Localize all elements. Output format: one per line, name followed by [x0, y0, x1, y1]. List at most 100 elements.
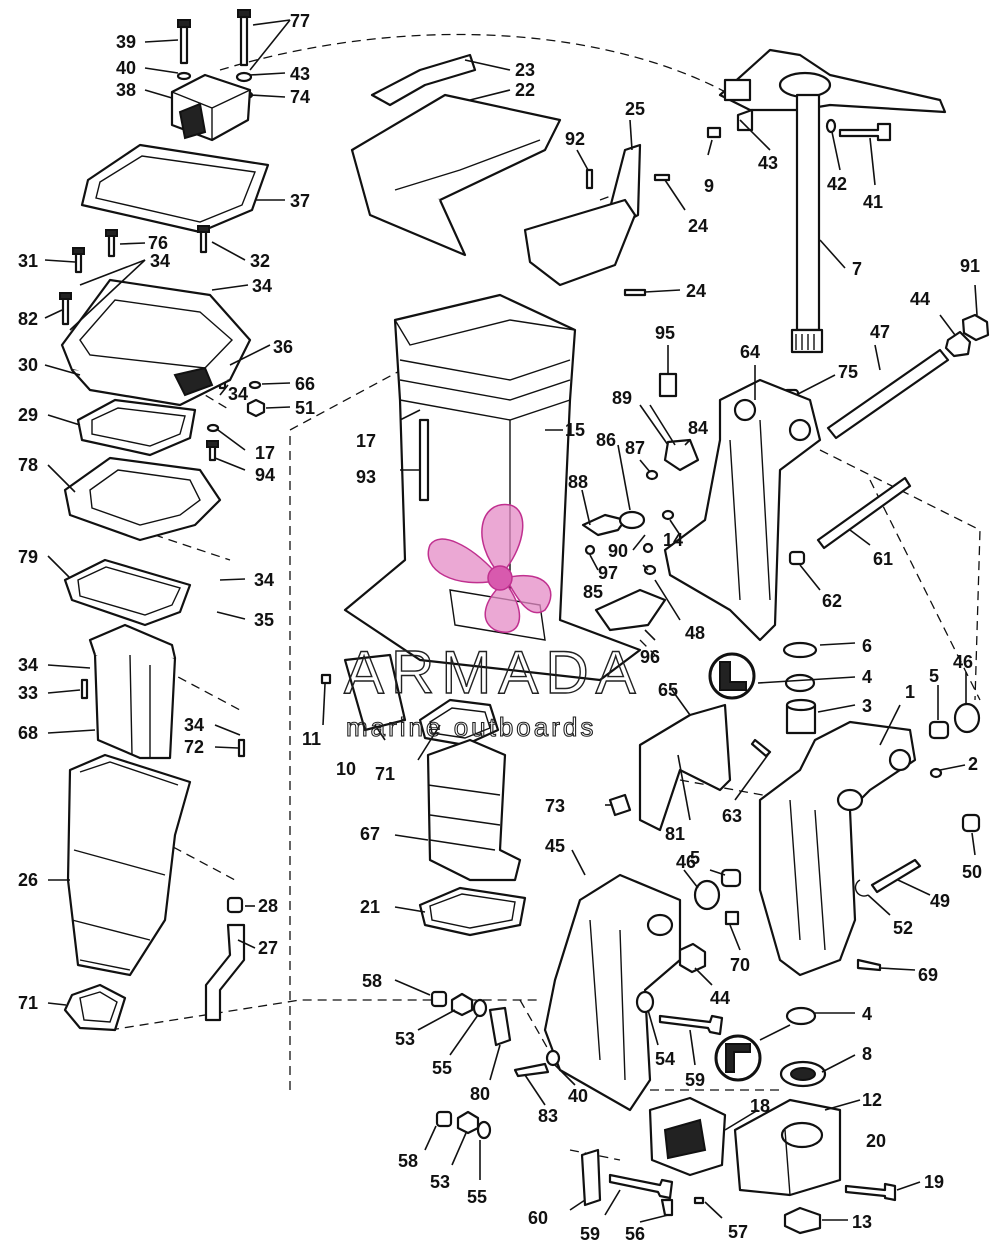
callout-4: 4	[862, 667, 872, 687]
callout-63: 63	[722, 806, 742, 826]
callout-55: 55	[432, 1058, 452, 1078]
water-hose-27-icon	[204, 923, 246, 1022]
callout-2: 2	[968, 754, 978, 774]
screw-24b-icon	[623, 288, 647, 297]
propeller-logo-icon	[427, 503, 552, 633]
bushing-5a-icon	[928, 720, 950, 740]
washer-42-icon	[825, 118, 837, 134]
callout-93: 93	[356, 467, 376, 487]
handle-23-icon	[370, 53, 477, 107]
callout-17: 17	[255, 443, 275, 463]
callout-31: 31	[18, 251, 38, 271]
left-hand-symbol-icon	[708, 652, 756, 700]
screw-9-icon	[706, 126, 722, 139]
side-cover-icon	[523, 198, 637, 287]
callout-10: 10	[336, 759, 356, 779]
callout-24: 24	[686, 281, 706, 301]
callout-78: 78	[18, 455, 38, 475]
exhaust-extension-26-icon	[66, 753, 192, 977]
callout-61: 61	[873, 549, 893, 569]
callout-8: 8	[862, 1044, 872, 1064]
washer-46b-icon	[693, 879, 721, 911]
callout-70: 70	[730, 955, 750, 975]
leader-lines	[44, 19, 978, 1223]
steering-arm-icon	[718, 48, 947, 114]
small-parts-cluster-icon	[581, 438, 700, 632]
callout-72: 72	[184, 737, 204, 757]
callout-66: 66	[295, 374, 315, 394]
callout-49: 49	[930, 891, 950, 911]
gasket-79-icon	[63, 558, 192, 627]
callout-46: 46	[953, 652, 973, 672]
support-bracket-65-icon	[638, 703, 732, 832]
bearing-4-icon	[784, 673, 816, 693]
callout-47: 47	[870, 322, 890, 342]
callout-14: 14	[663, 530, 683, 550]
part-70-icon	[724, 910, 740, 926]
washer-17-icon	[206, 423, 220, 433]
callout-83: 83	[538, 1106, 558, 1126]
right-hand-symbol-icon	[714, 1034, 762, 1082]
callout-65: 65	[658, 680, 678, 700]
callout-12: 12	[862, 1090, 882, 1110]
tab-43b-icon	[736, 108, 754, 132]
callout-58: 58	[398, 1151, 418, 1171]
gasket-29-icon	[76, 398, 197, 457]
callout-34: 34	[150, 251, 170, 271]
callout-34: 34	[252, 276, 272, 296]
bolt-77-icon	[237, 9, 251, 67]
callout-5: 5	[690, 848, 700, 868]
callout-labels: 77 39 40 43 38 74 37 76 31 34 32 34 82 3…	[18, 11, 982, 1242]
callout-37: 37	[290, 191, 310, 211]
fitting-28-icon	[226, 896, 244, 914]
callout-24: 24	[688, 216, 708, 236]
callout-79: 79	[18, 547, 38, 567]
callout-28: 28	[258, 896, 278, 916]
spacer-parts-icon	[430, 990, 561, 1140]
screw-92-icon	[585, 168, 594, 190]
bushing-5b-icon	[720, 868, 742, 888]
bolt-59a-icon	[658, 1014, 724, 1036]
callout-17: 17	[356, 431, 376, 451]
callout-94: 94	[255, 465, 275, 485]
washer-46a-icon	[953, 702, 981, 734]
callout-88: 88	[568, 472, 588, 492]
callout-69: 69	[918, 965, 938, 985]
watermark-brand: ARMADA	[344, 639, 643, 706]
callout-39: 39	[116, 32, 136, 52]
screw-24a-icon	[653, 173, 671, 182]
callout-4: 4	[862, 1004, 872, 1024]
washer-43-icon	[235, 71, 253, 83]
callout-52: 52	[893, 918, 913, 938]
callout-27: 27	[258, 938, 278, 958]
callout-89: 89	[612, 388, 632, 408]
armada-watermark: ARMADA marine outboards	[343, 503, 643, 743]
callout-30: 30	[18, 355, 38, 375]
screw-2-icon	[929, 767, 943, 779]
callout-68: 68	[18, 723, 38, 743]
callout-18: 18	[750, 1096, 770, 1116]
callout-73: 73	[545, 796, 565, 816]
callout-71: 71	[18, 993, 38, 1013]
callout-25: 25	[625, 99, 645, 119]
callout-62: 62	[822, 591, 842, 611]
callout-97: 97	[598, 563, 618, 583]
callout-85: 85	[583, 582, 603, 602]
callout-23: 23	[515, 60, 535, 80]
bolt-39-icon	[177, 19, 191, 65]
callout-48: 48	[685, 623, 705, 643]
grommet-71a-icon	[63, 983, 127, 1032]
callout-11: 11	[302, 729, 321, 749]
swivel-bracket-45-icon	[543, 873, 682, 1112]
callout-81: 81	[665, 824, 685, 844]
callout-59: 59	[580, 1224, 600, 1242]
callout-87: 87	[625, 438, 645, 458]
clip-56-icon	[660, 1198, 674, 1217]
callout-54: 54	[655, 1049, 675, 1069]
tilt-rod-61-icon	[816, 476, 912, 550]
callout-53: 53	[430, 1172, 450, 1192]
plug-62-icon	[788, 550, 806, 566]
callout-55: 55	[467, 1187, 487, 1207]
stud-93-icon	[418, 418, 430, 502]
